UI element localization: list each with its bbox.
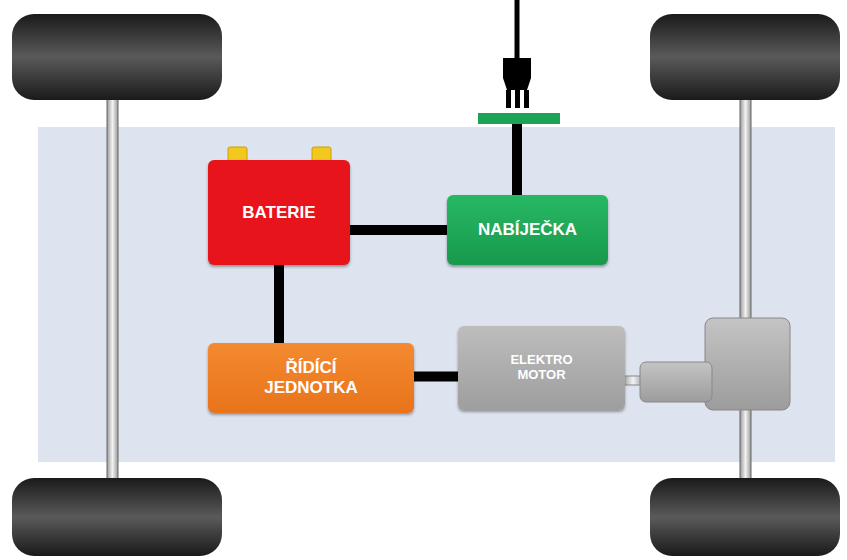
battery-box: BATERIE xyxy=(208,160,350,265)
wheel xyxy=(650,478,840,556)
charging-cable xyxy=(515,0,520,58)
plug-prong xyxy=(515,90,520,108)
front-axle xyxy=(107,98,118,480)
plug-prong xyxy=(506,90,511,108)
node-label: ŘÍDÍCÍ JEDNOTKA xyxy=(256,358,366,397)
power-wire xyxy=(274,265,284,343)
power-wire xyxy=(350,225,447,235)
socket-wire xyxy=(512,124,522,198)
node-label: BATERIE xyxy=(242,203,315,223)
rear-axle xyxy=(740,98,751,480)
wheel xyxy=(12,478,222,556)
plug-prong xyxy=(524,90,529,108)
gearbox xyxy=(705,318,790,410)
wheel xyxy=(650,14,840,100)
charging-socket xyxy=(478,113,560,124)
charger-box: NABÍJEČKA xyxy=(447,195,608,265)
control-unit-box: ŘÍDÍCÍ JEDNOTKA xyxy=(208,343,414,413)
charging-plug xyxy=(503,58,531,90)
chassis-panel xyxy=(38,127,835,462)
node-label: ELEKTRO MOTOR xyxy=(504,353,579,383)
node-label: NABÍJEČKA xyxy=(478,220,577,240)
gearbox-input xyxy=(640,362,712,402)
motor-box: ELEKTRO MOTOR xyxy=(458,326,625,410)
power-wire xyxy=(414,372,458,382)
wheel xyxy=(12,14,222,100)
